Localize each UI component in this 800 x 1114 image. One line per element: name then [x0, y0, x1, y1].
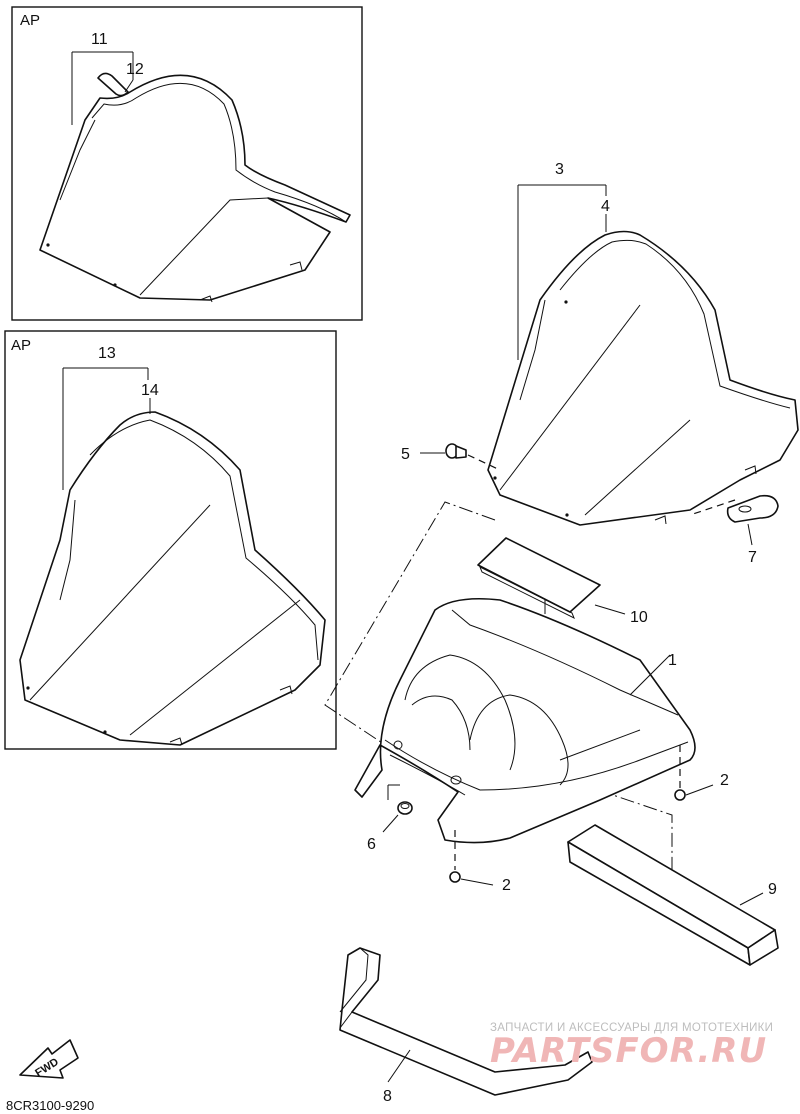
fwd-arrow: FWD [19, 1039, 79, 1080]
watermark-brand: PARTSFOR.RU [490, 1031, 767, 1071]
callout-5: 5 [401, 446, 410, 463]
bracket-part-7: 7 [689, 494, 779, 566]
ap-panel-2-tag: AP [11, 337, 31, 354]
drawing-code: 8CR3100-9290 [6, 1098, 94, 1113]
ap-panel-2-frame [4, 330, 337, 750]
callout-6: 6 [367, 836, 376, 853]
ap-panel-2: AP 13 14 [4, 330, 337, 750]
ap-panel-1-callouts: 11 12 [71, 31, 144, 125]
callout-4: 4 [601, 198, 610, 215]
callout-11: 11 [91, 31, 108, 48]
callout-2-bottom: 2 [502, 877, 511, 894]
callout-14: 14 [141, 382, 159, 399]
screw-part-5: 5 [401, 443, 501, 471]
windshield-part-3 [487, 230, 799, 526]
callout-3: 3 [555, 161, 564, 178]
watermark-brand-left: PARTS [490, 1031, 615, 1071]
screw-part-2-right: 2 [674, 745, 729, 801]
ap-panel-2-callouts: 13 14 [62, 345, 159, 490]
callout-7: 7 [748, 549, 757, 566]
screw-part-2-bottom: 2 [449, 830, 511, 894]
watermark-subtitle: ЗАПЧАСТИ И АКСЕССУАРЫ ДЛЯ МОТОТЕХНИКИ [490, 1022, 773, 1034]
callout-9: 9 [768, 881, 777, 898]
grommet-part-6: 6 [367, 784, 413, 853]
foam-part-9: 9 [567, 824, 779, 966]
windshield-part-13 [19, 411, 326, 746]
seal-part-8: 8 [339, 947, 593, 1105]
windshield-callouts: 3 4 [517, 161, 610, 360]
ap-panel-1-tag: AP [20, 12, 40, 29]
callout-13: 13 [98, 345, 116, 362]
callout-10: 10 [630, 609, 648, 626]
ap-panel-1-frame [11, 6, 363, 321]
callout-2-right: 2 [720, 772, 729, 789]
watermark: ЗАПЧАСТИ И АКСЕССУАРЫ ДЛЯ МОТОТЕХНИКИ PA… [490, 1022, 773, 1071]
pad-part-10: 10 [477, 537, 648, 626]
callout-8: 8 [383, 1088, 392, 1105]
ap-panel-1: AP 11 12 [11, 6, 363, 321]
windshield-part-11 [39, 72, 351, 303]
watermark-brand-right: FOR.RU [615, 1031, 767, 1071]
cowling-part-1: 1 [354, 597, 696, 844]
callout-1: 1 [668, 652, 677, 669]
callout-12: 12 [126, 61, 144, 78]
